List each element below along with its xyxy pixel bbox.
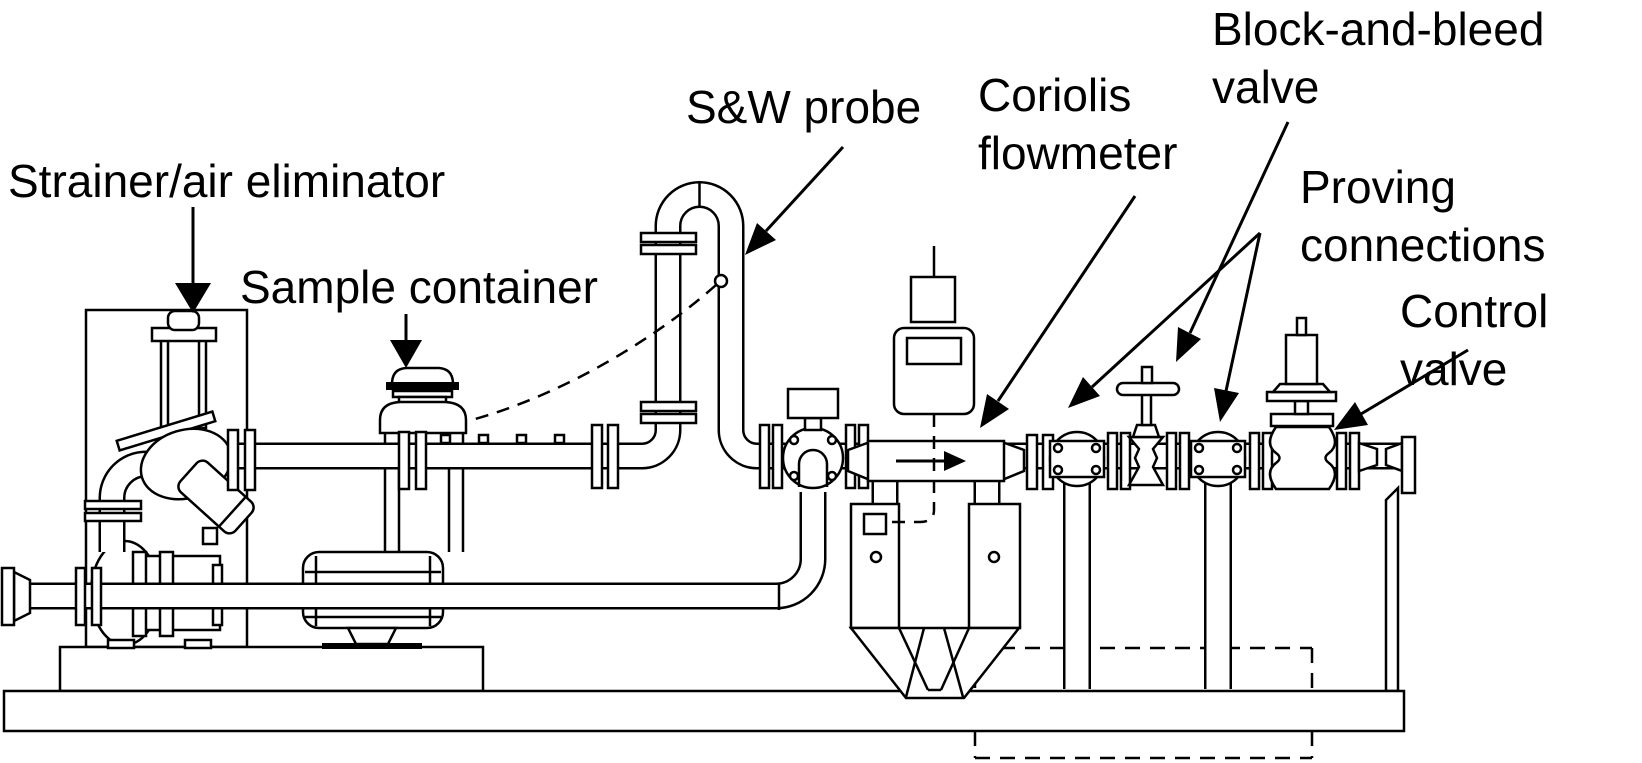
transmitter-display	[905, 336, 963, 366]
pipe-nozzle-ticks	[439, 433, 566, 445]
label-proving-connections: Proving connections	[1300, 161, 1546, 271]
label-sw-probe: S&W probe	[686, 81, 922, 133]
arrow-coriolis	[980, 195, 1137, 428]
sw-probe-loop	[590, 231, 729, 490]
arrow-proving-1	[1068, 231, 1262, 408]
leader-arrows	[175, 121, 1469, 430]
label-strainer-air-eliminator: Strainer/air eliminator	[8, 155, 446, 207]
flow-direction-arrow	[896, 451, 966, 471]
arrow-control-valve	[1334, 348, 1469, 430]
label-block-and-bleed-valve: Block-and-bleed valve	[1212, 3, 1545, 113]
probe-gland	[713, 273, 729, 289]
control-valve	[1248, 316, 1361, 491]
flowmeter-transmitter	[888, 246, 976, 524]
proving-connection-2	[1189, 430, 1247, 488]
skid-base	[2, 645, 1406, 733]
arrow-strainer	[175, 207, 211, 313]
sample-container-vessel	[378, 366, 468, 491]
divert-line-end-flange	[0, 566, 103, 627]
coriolis-flowmeter	[846, 433, 1055, 700]
proving-connection-1	[1048, 430, 1106, 488]
arrow-sw-probe	[745, 145, 845, 255]
sample-line-dashed	[467, 284, 717, 423]
arrow-sample-container	[390, 314, 422, 368]
outlet-pipe-support	[1384, 484, 1400, 693]
arrow-proving-2	[1214, 232, 1262, 422]
actuator-spring-can	[1284, 333, 1319, 386]
label-control-valve: Control valve	[1400, 285, 1549, 395]
signal-cable-dashed	[888, 414, 936, 524]
strainer-air-eliminator	[83, 309, 257, 546]
outlet-end-flange	[1357, 435, 1417, 495]
block-and-bleed-valve	[1106, 365, 1191, 491]
handwheel	[1115, 381, 1181, 397]
sensor-port	[862, 512, 888, 536]
arrow-block-and-bleed	[1176, 121, 1290, 362]
label-sample-container: Sample container	[240, 261, 598, 313]
label-coriolis-flowmeter: Coriolis flowmeter	[978, 69, 1178, 179]
